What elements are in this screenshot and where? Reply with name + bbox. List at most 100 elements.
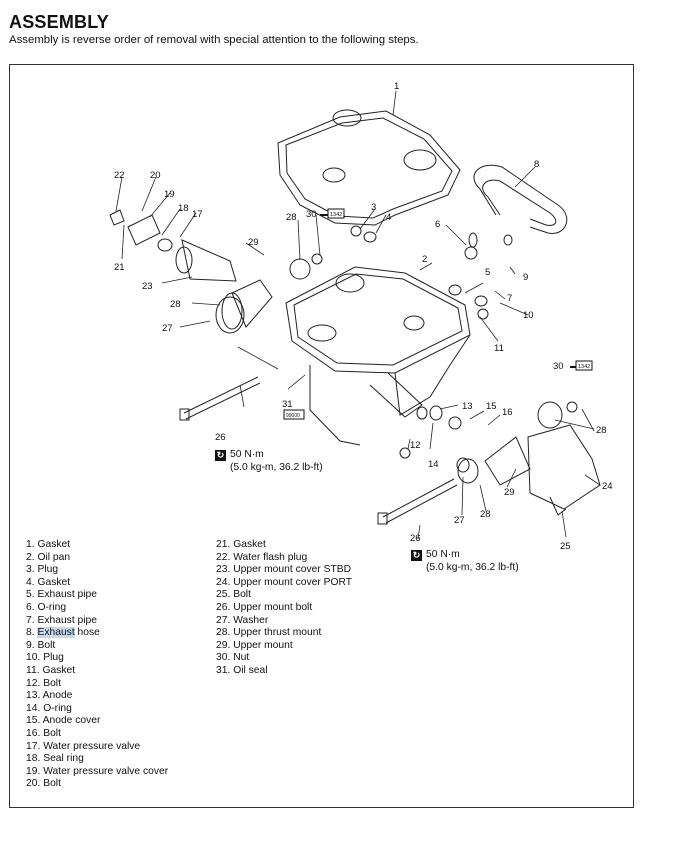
callout-2: 2 — [422, 254, 427, 265]
parts-list-item: 18. Seal ring — [26, 753, 168, 766]
callout-3: 3 — [371, 202, 376, 213]
figure-frame: 1 2 3 4 5 6 7 8 9 10 11 12 13 14 15 16 1… — [9, 64, 634, 808]
part-name: Exhaust pipe — [37, 589, 98, 601]
part-number: 22. — [216, 551, 231, 563]
part-number: 1. — [26, 539, 35, 550]
part-number: 8. — [26, 627, 35, 639]
callout-26-left: 26 — [215, 432, 226, 443]
part-name: Bolt — [43, 778, 61, 790]
callout-15: 15 — [486, 401, 497, 412]
callout-28-c: 28 — [596, 425, 607, 436]
callout-4: 4 — [386, 212, 391, 223]
callout-30-b: 30 — [553, 361, 564, 372]
part-name: Oil pan — [37, 551, 71, 563]
badge-1342-right: 1342 — [578, 364, 590, 370]
callout-30-a: 30 — [306, 209, 317, 220]
part-number: 31. — [216, 664, 231, 676]
callout-17: 17 — [192, 209, 203, 220]
water-pressure-valve-cluster — [109, 209, 237, 282]
parts-list-item: 29. Upper mount — [216, 640, 352, 653]
part-name: Anode — [42, 690, 73, 702]
part-number: 26. — [216, 601, 231, 613]
callout-22: 22 — [114, 170, 125, 181]
parts-list-item: 20. Bolt — [26, 778, 168, 791]
exhaust-hose-part — [473, 164, 568, 234]
callout-12: 12 — [410, 440, 421, 451]
callout-8: 8 — [534, 159, 539, 170]
part-name: Gasket — [42, 664, 76, 676]
part-name: Bolt — [43, 727, 61, 739]
callout-27-right: 27 — [454, 515, 465, 526]
callout-7: 7 — [507, 293, 512, 304]
callout-23: 23 — [142, 281, 153, 292]
part-number: 20. — [26, 778, 41, 790]
callout-19: 19 — [164, 189, 175, 200]
parts-list-item: 19. Water pressure valve cover — [26, 766, 168, 779]
parts-list-item: 4. Gasket — [26, 577, 168, 590]
part-name: Nut — [233, 652, 250, 664]
upper-thrust-mount-left — [215, 258, 311, 334]
parts-list-item: 31. Oil seal — [216, 665, 352, 678]
parts-list-item: 27. Washer — [216, 615, 352, 628]
part-name: Plug — [37, 564, 59, 576]
part-number: 4. — [26, 576, 35, 588]
callout-9: 9 — [523, 272, 528, 283]
part-number: 18. — [26, 753, 41, 765]
upper-mount-bolt-right — [377, 478, 458, 525]
part-number: 30. — [216, 652, 231, 664]
parts-list-item: 7. Exhaust pipe — [26, 615, 168, 628]
callout-13: 13 — [462, 401, 473, 412]
torque-wrench-icon: ↻ — [215, 450, 226, 461]
part-number: 11. — [26, 664, 40, 676]
part-name: Water pressure valve cover — [43, 765, 169, 777]
part-number: 23. — [216, 564, 231, 576]
parts-list-item: 15. Anode cover — [26, 715, 168, 728]
badge-1342-upper: 1342 — [330, 212, 342, 218]
part-number: 9. — [26, 639, 35, 651]
part-number: 19. — [26, 765, 41, 777]
callout-6: 6 — [435, 219, 440, 230]
part-number: 29. — [216, 639, 231, 651]
part-name: Bolt — [233, 589, 251, 601]
callout-31: 31 — [282, 399, 293, 410]
part-name: Exhaust pipe — [37, 614, 98, 626]
part-number: 6. — [26, 601, 35, 613]
part-number: 12. — [26, 677, 41, 689]
part-number: 14. — [26, 702, 41, 714]
callout-26-right: 26 — [410, 533, 421, 544]
callout-14: 14 — [428, 459, 439, 470]
part-name: Gasket — [233, 539, 266, 550]
part-name: Gasket — [37, 576, 71, 588]
callout-29-left: 29 — [248, 237, 259, 248]
parts-list-item: 3. Plug — [26, 564, 168, 577]
parts-list-item: 8. Exhaust hose — [26, 627, 168, 640]
badge-grease: 99000 — [286, 413, 300, 419]
parts-list-item: 12. Bolt — [26, 678, 168, 691]
part-name: Bolt — [43, 677, 61, 689]
torque-wrench-icon: ↻ — [411, 550, 422, 561]
callout-28-a: 28 — [170, 299, 181, 310]
callout-28-b: 28 — [286, 212, 297, 223]
part-name: Seal ring — [43, 753, 84, 765]
part-number: 10. — [26, 652, 41, 664]
part-number: 21. — [216, 539, 231, 550]
callout-28-d: 28 — [480, 509, 491, 520]
section-subtitle: Assembly is reverse order of removal wit… — [9, 34, 419, 46]
part-number: 15. — [26, 715, 41, 727]
part-name: Water flash plug — [233, 551, 308, 563]
highlighted-text: Exhaust — [37, 627, 75, 639]
part-name: Plug — [43, 652, 64, 664]
upper-mount-right-assembly — [457, 401, 601, 510]
parts-list-item: 30. Nut — [216, 652, 352, 665]
parts-list-item: 16. Bolt — [26, 728, 168, 741]
part-number: 25. — [216, 589, 231, 601]
parts-list-item: 21. Gasket — [216, 539, 352, 552]
parts-list-item: 22. Water flash plug — [216, 552, 352, 565]
part-name: Upper mount — [233, 639, 293, 651]
gasket-part — [277, 109, 461, 226]
leader-lines — [115, 90, 601, 540]
part-name: Upper thrust mount — [233, 627, 322, 639]
parts-list-item: 9. Bolt — [26, 640, 168, 653]
part-number: 13. — [26, 690, 41, 702]
